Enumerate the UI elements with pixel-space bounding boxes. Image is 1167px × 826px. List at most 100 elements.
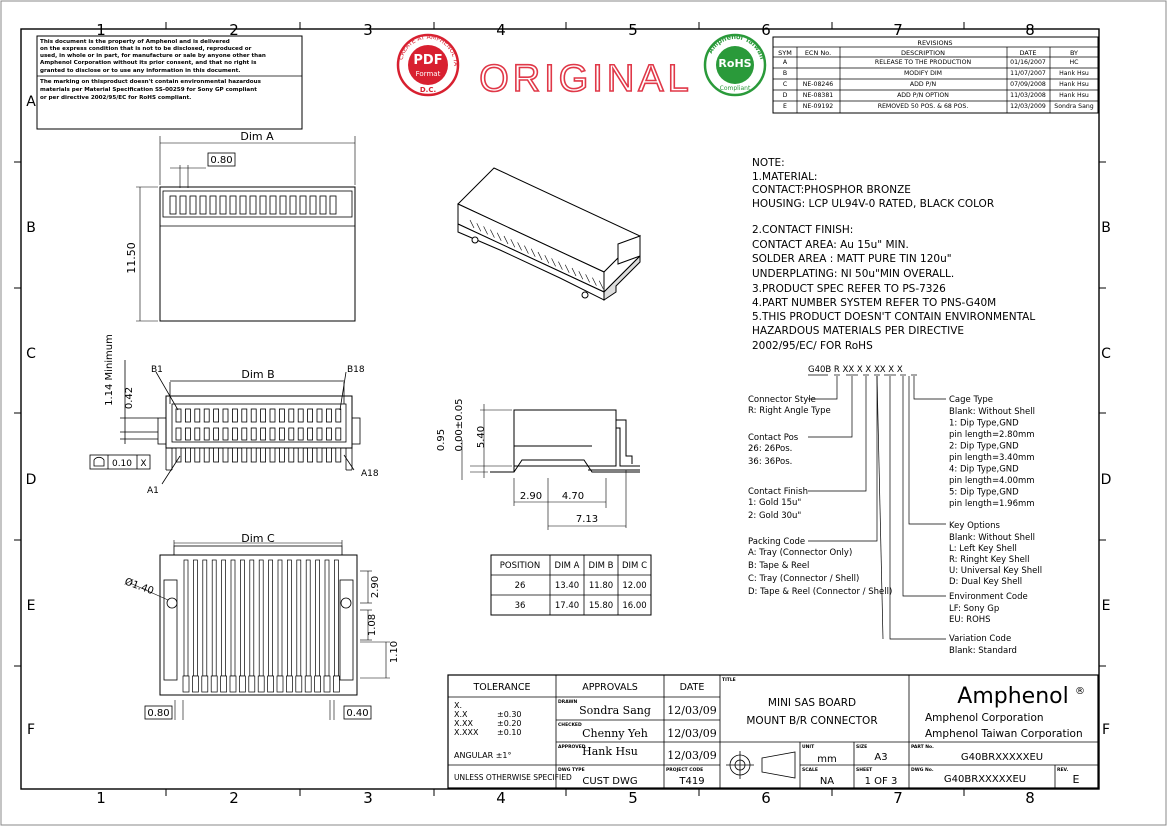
rev-cell: 11/03/2008 xyxy=(1010,92,1046,99)
contact-pin xyxy=(250,427,257,441)
solder-tail xyxy=(229,675,237,693)
contact-pin xyxy=(278,447,285,463)
contact-trace xyxy=(268,559,273,677)
contact-slot xyxy=(299,195,307,215)
col-label: 5 xyxy=(628,789,638,807)
iso-contact xyxy=(592,277,597,286)
side-view-dims: 0.95 0.00±0.05 5.40 2.90 4.70 7.13 xyxy=(436,399,598,525)
tolerance-heading: TOLERANCE xyxy=(472,682,530,693)
dwg-number: G40BRXXXXXEU xyxy=(944,774,1026,785)
zone-column-labels: 1 2 3 4 5 6 7 8 1 2 3 4 5 6 7 8 xyxy=(96,21,1035,807)
drawn-label: DRAWN xyxy=(558,699,577,705)
pos-cell: 16.00 xyxy=(622,601,646,611)
rev-cell: MODIFY DIM xyxy=(904,70,942,77)
solder-tail xyxy=(201,675,209,693)
iso-contact xyxy=(571,267,577,277)
contact-trace xyxy=(315,559,320,677)
iso-contact xyxy=(483,226,488,235)
contact-slot xyxy=(209,195,217,215)
tol-row: X.XXX xyxy=(454,728,479,737)
contact-pin xyxy=(260,427,267,441)
contact-pin xyxy=(325,447,332,463)
contact-slot xyxy=(319,195,327,215)
corp-name-2: Amphenol Taiwan Corporation xyxy=(925,728,1083,740)
front-view: Dim B B1 B18 A1 A18 1.14 Minimum 0.42 0.… xyxy=(89,334,379,496)
unit-label: UNIT xyxy=(802,744,815,750)
col-label: 7 xyxy=(893,789,903,807)
contact-pin xyxy=(203,427,210,441)
contact-pin xyxy=(335,408,342,423)
col-label: 2 xyxy=(229,789,239,807)
zone-ticks xyxy=(14,22,1106,796)
contact-pin xyxy=(288,427,295,441)
col-label: 3 xyxy=(363,21,373,39)
contact-pin xyxy=(316,447,323,463)
contact-trace xyxy=(258,559,264,677)
contact-trace xyxy=(202,559,208,677)
drawn-by: Sondra Sang xyxy=(579,704,651,717)
solder-tail xyxy=(276,675,284,693)
row-label: D xyxy=(1101,472,1112,488)
disclaimer-line: on the express condition that is not to … xyxy=(40,46,252,52)
dim-713-label: 7.13 xyxy=(576,514,598,525)
pn-option: pin length=1.96mm xyxy=(949,499,1035,509)
contact-pin xyxy=(260,408,267,423)
dim-040-label: 0.40 xyxy=(346,708,368,719)
iso-contact xyxy=(524,245,529,254)
contact-pin xyxy=(184,447,191,463)
dim-1150-label: 11.50 xyxy=(125,242,138,274)
contact-slot xyxy=(289,195,297,215)
approved-date: 12/03/09 xyxy=(667,749,716,762)
iso-contact xyxy=(578,271,584,280)
solder-tail xyxy=(248,675,256,693)
original-stamp: ORIGINAL xyxy=(479,58,693,100)
contact-pin xyxy=(231,408,238,423)
col-label: 6 xyxy=(761,789,771,807)
zone-row-labels: A B C D E F B C D E F xyxy=(26,94,1112,738)
col-label: 5 xyxy=(628,21,638,39)
solder-tail xyxy=(333,675,340,693)
iso-contact xyxy=(490,229,495,238)
contact-trace xyxy=(296,559,302,677)
pn-group-title: Packing Code xyxy=(748,537,805,547)
contact-pin xyxy=(307,408,314,423)
solder-tail xyxy=(295,675,303,693)
contact-slot xyxy=(309,195,317,215)
notes-block: NOTE:1.MATERIAL: CONTACT:PHOSPHOR BRONZE… xyxy=(752,157,1035,352)
contact-trace xyxy=(287,559,292,677)
rev-cell: HC xyxy=(1070,59,1079,66)
scale-label: SCALE xyxy=(802,767,818,773)
pn-option: 4: Dip Type,GND xyxy=(949,465,1019,475)
dim-540-label: 5.40 xyxy=(476,426,487,448)
contact-pin xyxy=(213,427,220,441)
revisions-title: REVISIONS xyxy=(917,39,952,47)
col-label: 2 xyxy=(229,21,239,39)
rev-cell: E xyxy=(783,103,787,110)
col-label: 7 xyxy=(893,21,903,39)
pos-cell: 26 xyxy=(515,581,526,591)
registered-icon: ® xyxy=(1075,686,1085,697)
rev-label: REV. xyxy=(1057,767,1068,773)
contact-pin xyxy=(297,408,304,423)
contact-slot xyxy=(269,195,277,215)
iso-contact xyxy=(551,258,556,267)
contact-trace xyxy=(324,559,330,677)
part-number: G40BRXXXXXEU xyxy=(961,752,1043,763)
dim-114-label: 1.14 Minimum xyxy=(104,334,115,406)
rev-cell: NE-08246 xyxy=(803,81,834,88)
disclaimer-line: used, in whole or in part, for manufactu… xyxy=(40,53,266,59)
rohs-stamp: Amphenol Taiwan RoHS Compliant xyxy=(703,33,766,97)
solder-tail xyxy=(267,675,274,693)
contact-pin xyxy=(241,427,248,441)
pos-header: POSITION xyxy=(500,561,540,571)
solder-tail xyxy=(314,675,321,693)
tol-row: X.X xyxy=(454,710,468,719)
note-line: 3.PRODUCT SPEC REFER TO PS-7326 xyxy=(752,283,946,295)
size-value: A3 xyxy=(874,752,887,763)
dim-470-label: 4.70 xyxy=(562,491,584,502)
iso-contact xyxy=(598,280,604,289)
pn-option: U: Universal Key Shell xyxy=(949,566,1042,576)
iso-contact xyxy=(558,261,563,270)
pdf-stamp-sub: Format xyxy=(416,70,441,78)
